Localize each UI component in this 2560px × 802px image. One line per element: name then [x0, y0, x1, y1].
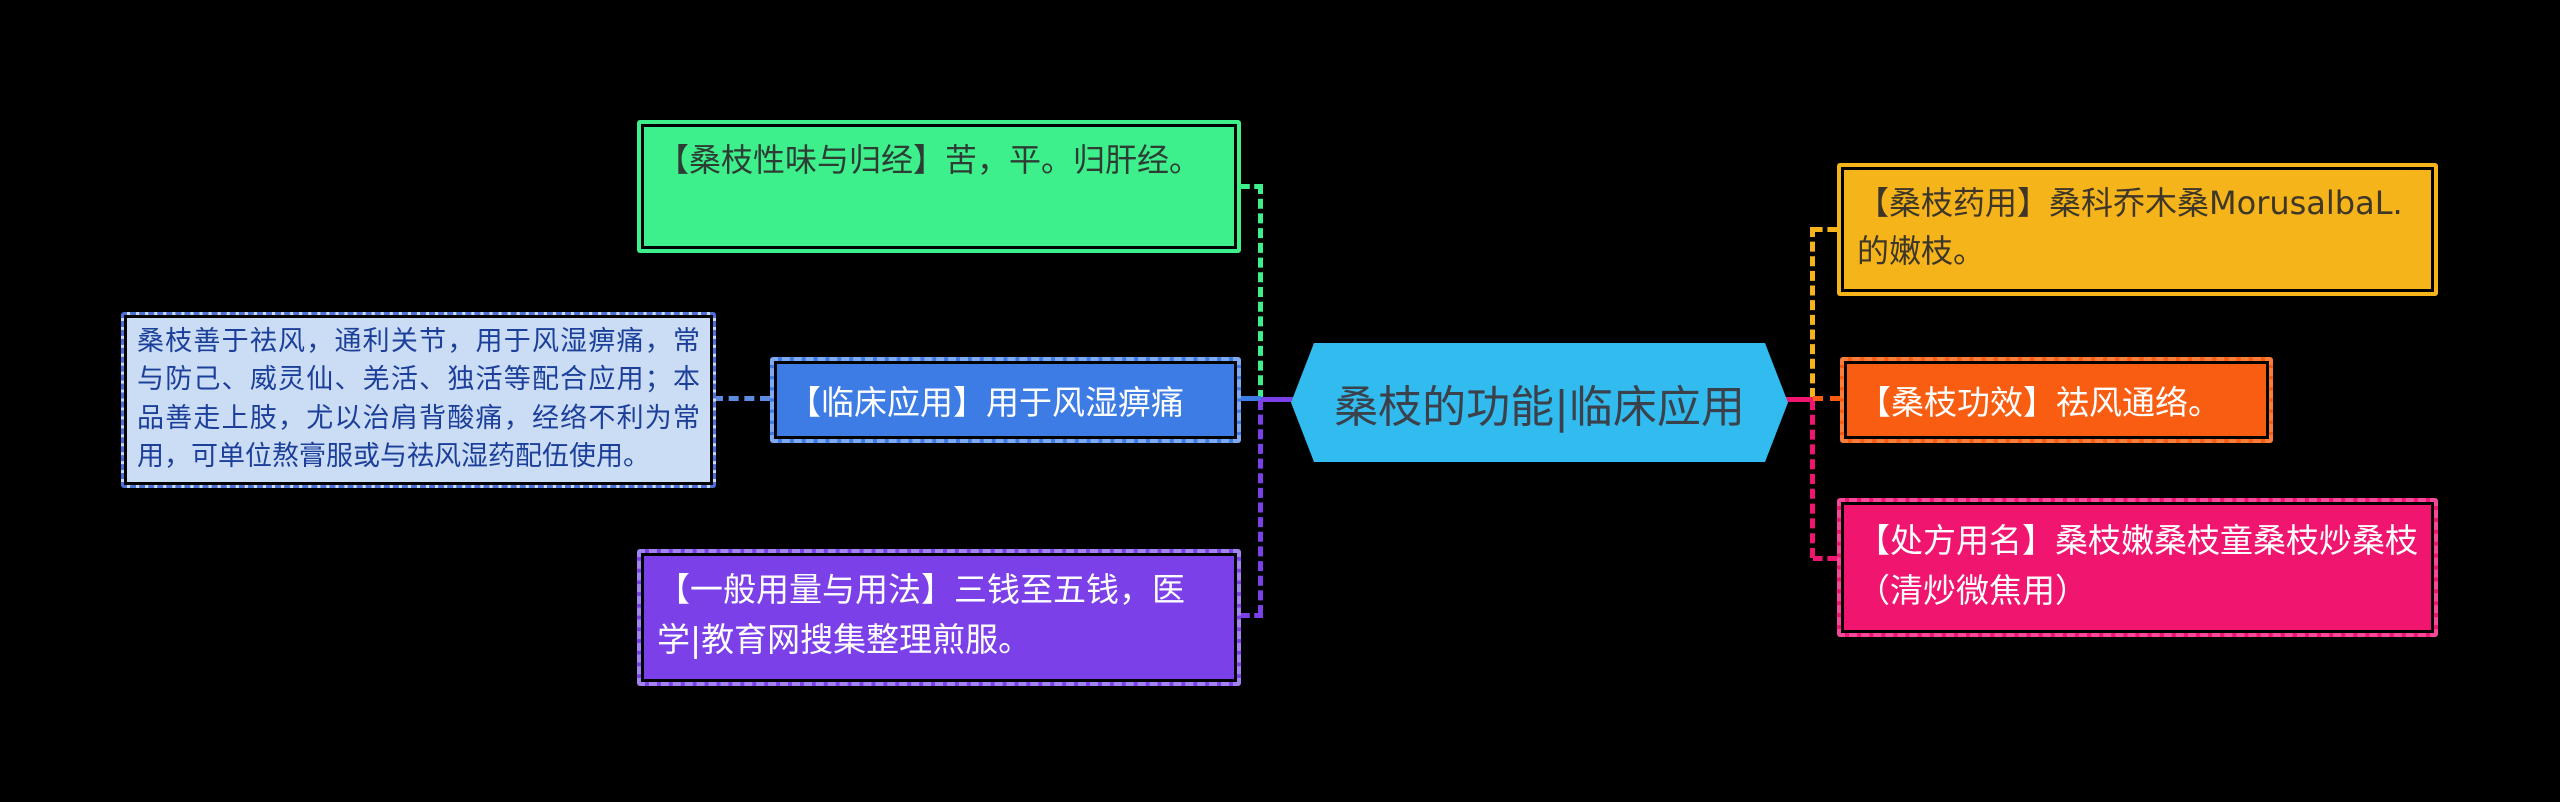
node-xingwei-guijing[interactable]: 【桑枝性味与归经】苦，平。归肝经。 [637, 120, 1241, 253]
connector-chufang-vertical [1810, 400, 1815, 558]
node-yaoyong[interactable]: 【桑枝药用】桑科乔木桑MorusalbaL.的嫩枝。 [1837, 163, 2438, 296]
connector-note-to-linchuang [713, 396, 770, 401]
connector-chufang-horizontal [1813, 556, 1837, 561]
note-description[interactable]: 桑枝善于祛风，通利关节，用于风湿痹痛，常与防己、威灵仙、羌活、独活等配合应用；本… [121, 312, 716, 488]
node-gongxiao-label: 【桑枝功效】祛风通络。 [1858, 383, 2221, 422]
connector-gongxiao-horizontal [1813, 396, 1840, 401]
node-yongliang-yongfa[interactable]: 【一般用量与用法】三钱至五钱，医学|教育网搜集整理煎服。 [637, 549, 1241, 686]
connector-linchuang-horizontal [1241, 396, 1261, 401]
node-linchuang-yingyong[interactable]: 【临床应用】用于风湿痹痛 [770, 357, 1241, 443]
node-gongxiao[interactable]: 【桑枝功效】祛风通络。 [1840, 357, 2273, 443]
connector-xingwei-vertical [1258, 184, 1263, 400]
connector-yaoyong-horizontal [1813, 227, 1837, 232]
node-linchuang-label: 【临床应用】用于风湿痹痛 [788, 383, 1184, 422]
connector-yongliang-vertical [1258, 400, 1263, 615]
connector-yongliang-horizontal [1241, 613, 1263, 618]
connector-right-trunk [1786, 397, 1813, 402]
node-chufang-yongming[interactable]: 【处方用名】桑枝嫩桑枝童桑枝炒桑枝（清炒微焦用） [1837, 498, 2438, 637]
connector-xingwei-horizontal [1241, 184, 1263, 189]
central-topic-label: 桑枝的功能|临床应用 [1334, 381, 1745, 433]
connector-left-trunk [1261, 397, 1293, 402]
central-topic[interactable]: 桑枝的功能|临床应用 [1291, 343, 1788, 462]
connector-yaoyong-vertical [1810, 227, 1815, 398]
